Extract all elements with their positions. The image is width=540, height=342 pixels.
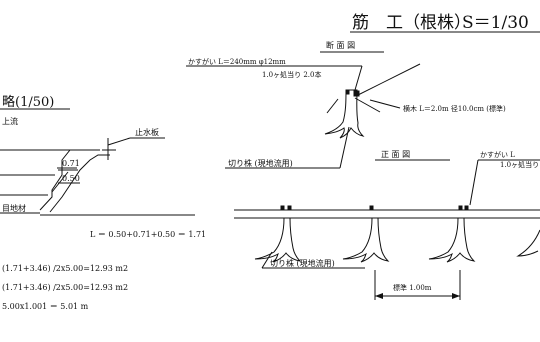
front-title: 正 面 図: [381, 150, 410, 159]
front-clamp-label: かすがい L: [480, 150, 515, 159]
cross-clamp-mark-1: [353, 90, 360, 97]
cross-clamp-leader: [354, 65, 363, 91]
front-clamp-mark-1a: [280, 205, 285, 211]
joint-material-label: 目地材: [2, 203, 26, 213]
front-stump-2: [342, 217, 390, 263]
front-stump-1: [254, 217, 302, 263]
calc-line-1: (1.71+3.46) /2x5.00=12.93 m2: [2, 264, 128, 273]
cross-branch-1: [355, 63, 421, 97]
front-clamp-mark-1b: [287, 205, 292, 211]
cross-stump-label: 切り株 (現地流用): [228, 158, 293, 168]
front-clamp-count: 1.0ヶ処当り: [500, 160, 539, 169]
cross-clamp-mark-2: [345, 90, 350, 95]
calc-line-3: 5.00x1.001 ＝ 5.01 m: [2, 302, 89, 311]
dim-071-line: [51, 171, 69, 193]
water-stop-leader: [107, 137, 131, 146]
front-clamp-leader: [469, 159, 479, 206]
cross-stump: [324, 89, 365, 139]
front-clamp-mark-2: [369, 205, 374, 211]
left-upstream: 上流: [2, 116, 18, 126]
front-clamp-mark-3b: [464, 205, 469, 211]
length-formula: L ＝ 0.50+0.71+0.50 ＝ 1.71: [90, 230, 206, 239]
dim-050-label: 0.50: [62, 174, 80, 183]
cross-bar-leader: [369, 99, 401, 109]
cross-stump-leader: [339, 126, 350, 169]
front-clamp-mark-3a: [458, 205, 463, 211]
left-heading: 略(1/50): [2, 94, 54, 110]
left-wall-outline-inner: [49, 154, 110, 213]
dim-071-label: 0.71: [62, 159, 80, 168]
front-spacing-label: 標準 1.00m: [393, 283, 432, 292]
cross-crossbar: [354, 97, 381, 113]
cross-branch-2: [326, 98, 339, 114]
title-scale: S＝1/30: [462, 13, 529, 33]
front-stump-4-partial: [516, 229, 540, 257]
calc-line-2: (1.71+3.46) /2x5.00=12.93 m2: [2, 283, 128, 292]
cross-clamp-count: 1.0ヶ処当り 2.0本: [262, 70, 322, 79]
title-main: 筋 工（根株）: [352, 13, 471, 33]
left-wall-outline: [39, 149, 100, 211]
water-stop-label: 止水板: [135, 127, 159, 137]
front-dim-arrow-left: [375, 293, 383, 299]
cross-bar-label: 横木 L＝2.0m 径10.0cm (標準): [403, 104, 506, 113]
front-stump-leader: [261, 251, 273, 269]
cross-title: 断 面 図: [326, 40, 355, 50]
front-stump-label: 切り株 (現地流用): [270, 258, 335, 268]
front-dim-arrow-right: [452, 293, 460, 299]
front-stump-3: [428, 217, 476, 263]
cross-clamp-label: かすがい L＝240mm φ12mm: [188, 57, 286, 66]
